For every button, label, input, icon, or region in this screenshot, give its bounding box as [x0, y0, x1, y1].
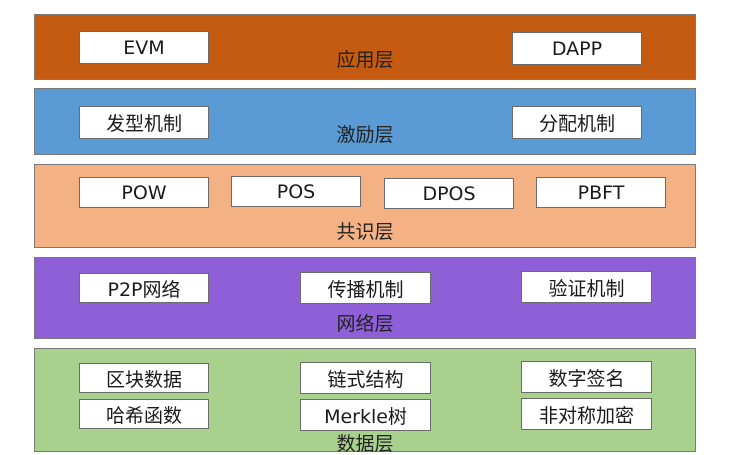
chain-structure-box: 链式结构	[300, 362, 431, 394]
data-layer-label: 数据层	[336, 433, 394, 455]
network-layer: P2P网络 传播机制 验证机制 网络层	[34, 257, 696, 339]
hash-function-box: 哈希函数	[79, 399, 209, 429]
consensus-layer-label: 共识层	[336, 221, 394, 243]
p2p-network-box: P2P网络	[79, 273, 209, 303]
pow-box: POW	[79, 177, 209, 208]
network-layer-label: 网络层	[336, 313, 394, 335]
consensus-layer: POW POS DPOS PBFT 共识层	[34, 164, 696, 248]
incentive-layer-label: 激励层	[336, 124, 394, 146]
pos-box: POS	[231, 176, 361, 207]
pbft-box: PBFT	[536, 177, 666, 208]
distribution-mechanism-box: 分配机制	[512, 106, 642, 139]
propagation-mechanism-box: 传播机制	[300, 272, 431, 304]
application-layer: EVM DAPP 应用层	[34, 14, 696, 80]
application-layer-label: 应用层	[336, 49, 394, 71]
evm-box: EVM	[79, 31, 209, 64]
verification-mechanism-box: 验证机制	[521, 271, 652, 303]
block-data-box: 区块数据	[79, 363, 209, 393]
merkle-tree-box: Merkle树	[300, 399, 431, 431]
dapp-box: DAPP	[512, 32, 642, 65]
data-layer: 区块数据 链式结构 数字签名 哈希函数 Merkle树 非对称加密 数据层	[34, 348, 696, 455]
dpos-box: DPOS	[384, 178, 514, 209]
incentive-layer: 发型机制 分配机制 激励层	[34, 88, 696, 155]
digital-signature-box: 数字签名	[521, 361, 652, 393]
asymmetric-encryption-box: 非对称加密	[521, 398, 652, 430]
issuance-mechanism-box: 发型机制	[79, 106, 209, 139]
